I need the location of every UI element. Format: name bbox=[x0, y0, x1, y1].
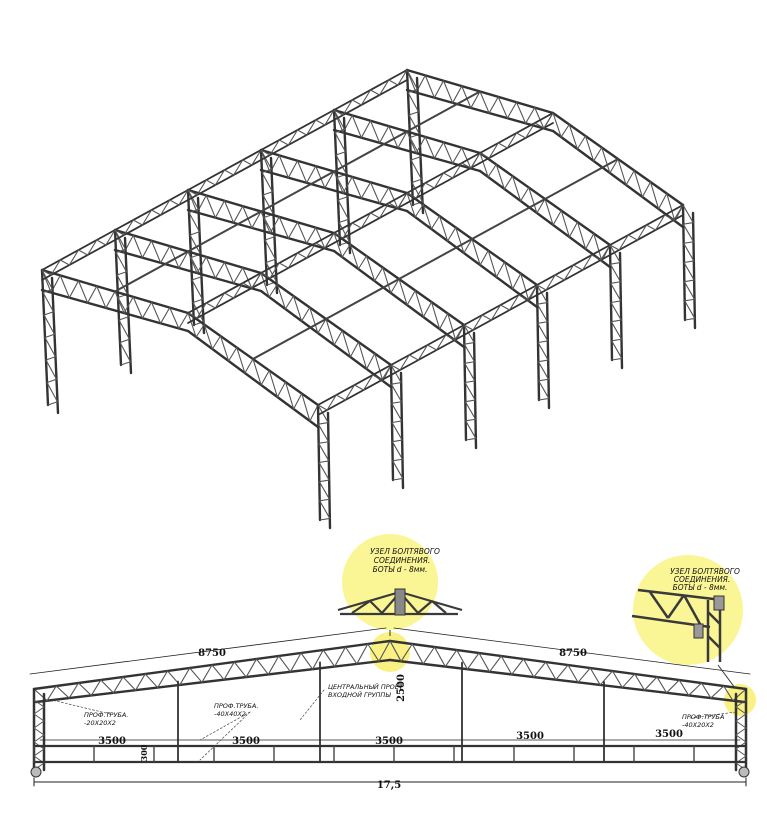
note-center-2: ВХОДНОЙ ГРУППЫ bbox=[328, 690, 391, 699]
leader-line bbox=[299, 689, 325, 721]
eave-node-highlight bbox=[724, 684, 756, 716]
dim-line-right-slope bbox=[393, 627, 751, 675]
eave-callout-line-1: УЗЕЛ БОЛТЯВОГО bbox=[670, 567, 740, 576]
note-tube-right-2: -40X20X2 bbox=[682, 721, 714, 729]
ridge-node-detail bbox=[337, 588, 463, 616]
leader-line bbox=[199, 711, 251, 761]
ridge-callout-line-3: БОТЫ d - 8мм. bbox=[373, 565, 428, 574]
frame-3d-view bbox=[40, 68, 697, 530]
note-tube-small-1: ПРОФ.ТРУБА. bbox=[84, 711, 128, 719]
dim-total-span: 17,5 bbox=[377, 780, 401, 791]
portal-frames-group bbox=[40, 68, 697, 530]
purlin bbox=[544, 158, 619, 200]
purlins-group bbox=[41, 69, 684, 416]
leader-line bbox=[689, 711, 737, 719]
purlin bbox=[114, 250, 189, 293]
base-foot bbox=[738, 766, 750, 778]
dim-bay-4: 3500 bbox=[516, 731, 544, 742]
leader-line bbox=[51, 699, 111, 715]
eave-callout-line-3: БОТЫ d - 8мм. bbox=[673, 583, 728, 592]
note-tube-mid-2: -40X40X2 bbox=[214, 710, 246, 718]
purlin bbox=[471, 198, 546, 240]
note-tube-small-2: -20X20X2 bbox=[84, 719, 116, 727]
eave-node-detail bbox=[631, 588, 725, 662]
portal-frame bbox=[405, 68, 697, 330]
note-tube-mid-1: ПРОФ.ТРУБА. bbox=[214, 702, 258, 710]
ridge-callout-circle bbox=[342, 534, 438, 630]
portal-frame bbox=[40, 268, 332, 530]
eave-leader-line bbox=[717, 664, 736, 689]
dim-left-slope: 8750 bbox=[198, 648, 226, 659]
leader-line bbox=[199, 711, 251, 741]
dim-bay-2: 3500 bbox=[232, 736, 260, 747]
dim-bay-3: 3500 bbox=[375, 736, 403, 747]
purlin bbox=[187, 210, 262, 253]
dim-right-slope: 8750 bbox=[559, 648, 587, 659]
purlin bbox=[260, 170, 335, 213]
purlin bbox=[252, 318, 327, 360]
dim-bay-5: 3500 bbox=[655, 729, 683, 740]
purlin bbox=[325, 278, 400, 320]
dim-bay-1: 3500 bbox=[98, 736, 126, 747]
dim-base-height: 300 bbox=[139, 744, 149, 761]
note-tube-right-1: ПРОФ.ТРУБА bbox=[682, 713, 724, 721]
ridge-callout-line-2: СОЕДИНЕНИЯ. bbox=[374, 556, 431, 565]
ridge-node-highlight bbox=[370, 632, 410, 672]
purlin bbox=[406, 90, 481, 133]
eave-callout-circle bbox=[633, 555, 743, 665]
purlin bbox=[333, 130, 408, 173]
eave-callout-line-2: СОЕДИНЕНИЯ. bbox=[674, 575, 731, 584]
base-foot bbox=[30, 766, 42, 778]
dim-height: 2500 bbox=[396, 674, 407, 702]
ridge-callout-line-1: УЗЕЛ БОЛТЯВОГО bbox=[370, 547, 440, 556]
dim-line-left-slope bbox=[29, 627, 387, 675]
purlin bbox=[398, 238, 473, 280]
portal-frame bbox=[113, 228, 405, 490]
note-center-1: ЦЕНТРАЛЬНЫЙ ПРОЁТ bbox=[328, 682, 404, 691]
truss-elevation bbox=[29, 627, 751, 787]
